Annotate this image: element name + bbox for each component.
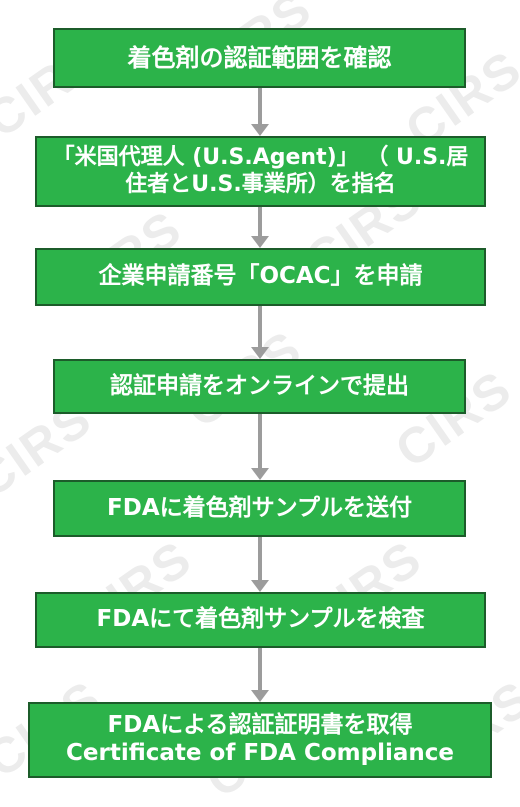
flow-step-1-text: 着色剤の認証範囲を確認 (127, 43, 392, 72)
flow-step-3: 企業申請番号「OCAC」を申請 (35, 248, 486, 306)
flow-step-6-text: FDAにて着色剤サンプルを検査 (96, 606, 425, 633)
arrow-5-to-6 (251, 537, 269, 592)
arrow-4-to-5 (251, 414, 269, 480)
flow-step-7-line1: FDAによる認証証明書を取得 (107, 712, 413, 739)
flow-step-5-text: FDAに着色剤サンプルを送付 (107, 494, 412, 521)
arrow-1-to-2 (251, 88, 269, 136)
flow-step-7: FDAによる認証証明書を取得 Certificate of FDA Compli… (28, 702, 492, 778)
flow-step-3-text: 企業申請番号「OCAC」を申請 (98, 263, 423, 290)
arrow-3-to-4 (251, 306, 269, 359)
flow-step-7-line2: Certificate of FDA Compliance (66, 740, 454, 766)
arrow-2-to-3 (251, 207, 269, 248)
flow-step-6: FDAにて着色剤サンプルを検査 (35, 592, 486, 648)
flow-step-2-text: 「米国代理人 (U.S.Agent)」 （ U.S.居住者とU.S.事業所）を指… (52, 145, 469, 197)
flow-step-5: FDAに着色剤サンプルを送付 (53, 480, 466, 537)
flow-step-4-text: 認証申請をオンラインで提出 (110, 372, 409, 399)
arrow-6-to-7 (251, 648, 269, 702)
flow-step-4: 認証申請をオンラインで提出 (53, 359, 466, 414)
flow-step-2: 「米国代理人 (U.S.Agent)」 （ U.S.居住者とU.S.事業所）を指… (35, 136, 486, 207)
flow-step-1: 着色剤の認証範囲を確認 (53, 28, 466, 88)
